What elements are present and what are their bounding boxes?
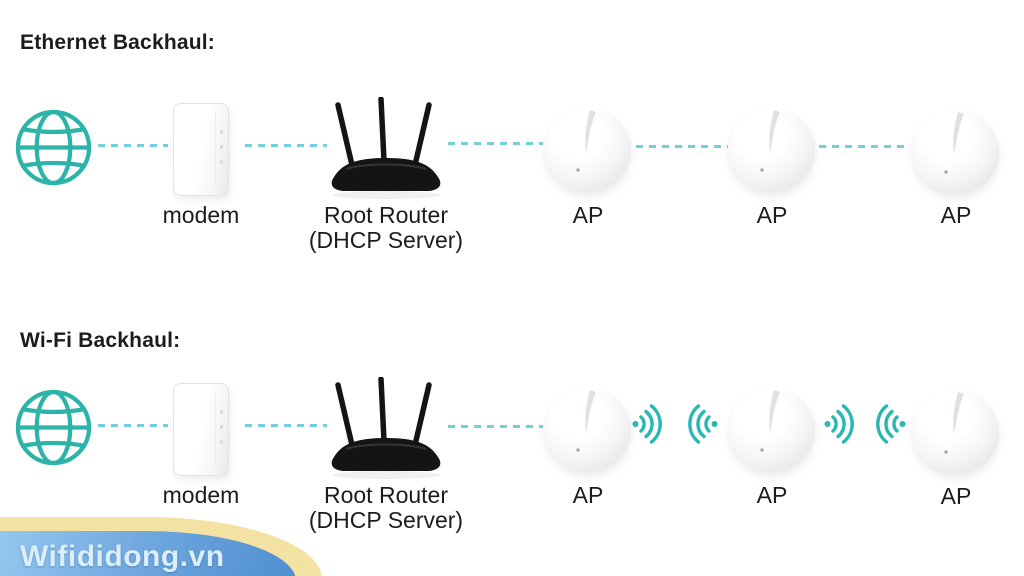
router-label-line2: (DHCP Server) [308, 507, 464, 533]
globe-icon [15, 109, 92, 186]
ap-swirl-detail [760, 110, 780, 172]
dashed-link-ap2-ap3 [819, 145, 909, 148]
router-icon [331, 377, 441, 479]
dashed-link-ap1-ap2 [636, 145, 728, 148]
modem-device [173, 103, 229, 196]
modem-device [173, 383, 229, 476]
globe-icon [15, 389, 92, 466]
dashed-link-internet-modem [98, 144, 168, 147]
ap-device-2 [729, 108, 815, 192]
ap1-label: AP [572, 202, 604, 228]
ap-device-3 [913, 390, 999, 474]
ap-device-2 [729, 388, 815, 472]
ap2-label: AP [756, 202, 788, 228]
ap-swirl-detail [944, 112, 964, 174]
dashed-link-modem-router [245, 424, 327, 427]
dashed-link-modem-router [245, 144, 327, 147]
modem-label: modem [162, 202, 240, 228]
ap-device-1 [545, 388, 631, 472]
router-icon [331, 97, 441, 199]
ap1-label: AP [572, 482, 604, 508]
ap-swirl-detail [760, 390, 780, 452]
dashed-link-router-ap1 [448, 425, 543, 428]
ap-device-3 [913, 110, 999, 194]
wifi-backhaul-title: Wi-Fi Backhaul: [20, 329, 181, 352]
dashed-link-router-ap1 [448, 142, 543, 145]
ap-device-1 [545, 108, 631, 192]
router-label-line1: Root Router [323, 482, 448, 508]
wifi-signal-icon [688, 404, 718, 444]
modem-label: modem [162, 482, 240, 508]
ap-swirl-detail [576, 390, 596, 452]
ap3-label: AP [940, 483, 972, 509]
ap-swirl-detail [576, 110, 596, 172]
ap2-label: AP [756, 482, 788, 508]
ap3-label: AP [940, 202, 972, 228]
ap-swirl-detail [944, 392, 964, 454]
dashed-link-internet-modem [98, 424, 168, 427]
watermark-text: Wifididong.vn [20, 540, 225, 573]
wifi-signal-icon [876, 404, 906, 444]
router-label-line2: (DHCP Server) [308, 227, 464, 253]
ethernet-backhaul-title: Ethernet Backhaul: [20, 31, 215, 54]
wifi-signal-icon [632, 404, 662, 444]
wifi-signal-icon [824, 404, 854, 444]
router-label-line1: Root Router [323, 202, 448, 228]
